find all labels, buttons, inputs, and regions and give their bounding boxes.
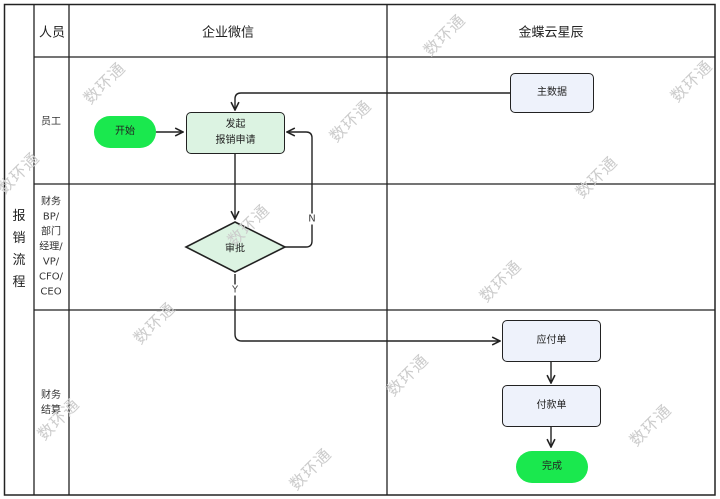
payable-node[interactable]: 应付单 — [502, 320, 601, 362]
payment-node[interactable]: 付款单 — [502, 385, 601, 427]
master-data-label: 主数据 — [537, 87, 567, 98]
row-label-finance-settlement: 财务 结算 — [41, 390, 61, 416]
payment-label: 付款单 — [536, 400, 567, 411]
edge-approve-yes-to-payable — [234, 274, 500, 341]
row-label-approvers: 财务 BP/ 部门 经理/ VP/ CFO/ CEO — [39, 196, 63, 298]
lane-header-kingdee: 金蝶云星辰 — [518, 25, 584, 41]
end-node-label: 完成 — [542, 461, 562, 472]
submit-expense-label: 发起 报销申请 — [215, 119, 256, 146]
submit-expense-node[interactable]: 发起 报销申请 — [186, 112, 285, 154]
process-title: 报销流程 — [12, 209, 26, 290]
approve-decision-shape[interactable] — [184, 221, 287, 273]
approve-decision-label: 审批 — [225, 243, 245, 255]
swimlane-grid — [3, 3, 716, 496]
start-node-label: 开始 — [115, 126, 135, 137]
start-node[interactable]: 开始 — [94, 116, 156, 148]
row-label-employee: 员工 — [41, 116, 61, 128]
connectors — [156, 92, 551, 447]
edge-label-no: N — [307, 213, 317, 225]
role-column-header: 人员 — [38, 25, 66, 41]
edge-approve-reject-to-submit — [285, 132, 313, 248]
outer-frame — [3, 3, 716, 496]
edge-masterdata-to-submit — [235, 92, 510, 110]
edge-label-yes: Y — [230, 284, 240, 296]
master-data-node[interactable]: 主数据 — [510, 73, 594, 113]
end-node[interactable]: 完成 — [516, 451, 588, 483]
payable-label: 应付单 — [536, 335, 567, 346]
lane-header-wecom: 企业微信 — [201, 25, 255, 41]
